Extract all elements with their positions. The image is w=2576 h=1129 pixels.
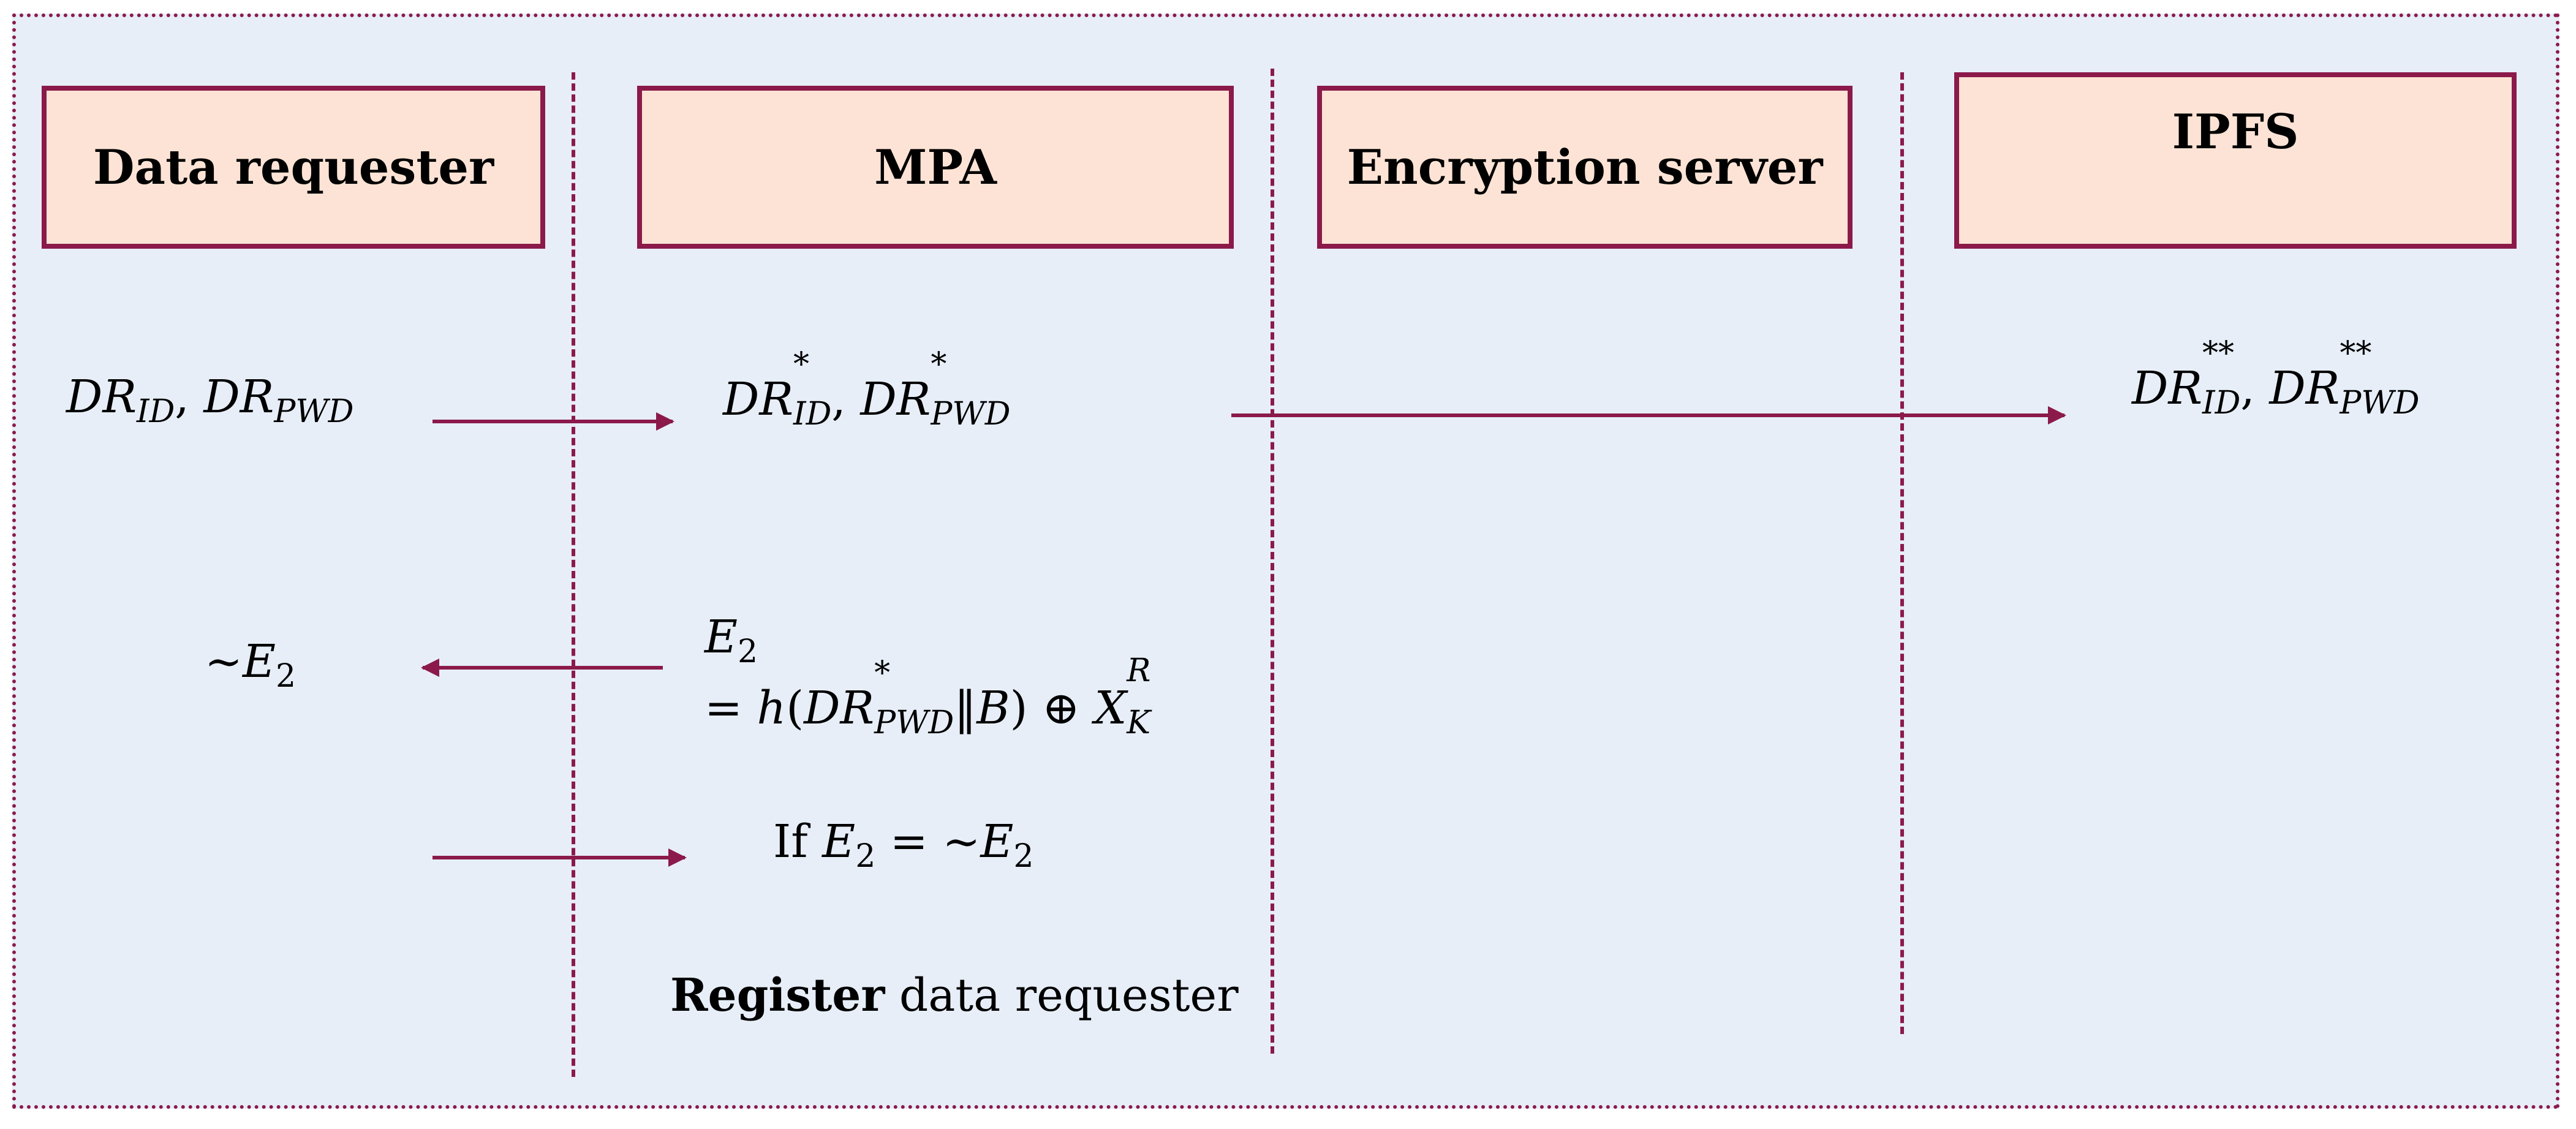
register-caption: Register data requester <box>670 969 1239 1022</box>
lifeline-3 <box>1900 72 1904 1034</box>
lifeline-2 <box>1271 69 1274 1054</box>
ipfs-credentials: DR**ID, DR**PWD <box>2132 338 2420 421</box>
e2-check: If E2 = ~E2 <box>773 815 1034 875</box>
dr-credentials: DRID, DRPWD <box>66 371 354 430</box>
lifeline-1 <box>572 72 575 1077</box>
participant-mpa: MPA <box>637 86 1234 249</box>
participant-encryption-server-label: Encryption server <box>1347 139 1823 195</box>
participant-mpa-label: MPA <box>874 139 997 195</box>
e2-definition-line2: = h(DR*PWD‖B) ⊕ XRK <box>704 655 1151 741</box>
e2-tilde: ~E2 <box>205 635 297 695</box>
e2-definition-line1: E2 <box>704 611 758 670</box>
participant-data-requester-label: Data requester <box>93 139 494 195</box>
participant-encryption-server: Encryption server <box>1317 86 1853 249</box>
participant-ipfs: IPFS <box>1954 72 2517 249</box>
participant-data-requester: Data requester <box>42 86 545 249</box>
mpa-credentials: DR*ID, DR*PWD <box>723 349 1011 432</box>
participant-ipfs-label: IPFS <box>2172 104 2299 160</box>
